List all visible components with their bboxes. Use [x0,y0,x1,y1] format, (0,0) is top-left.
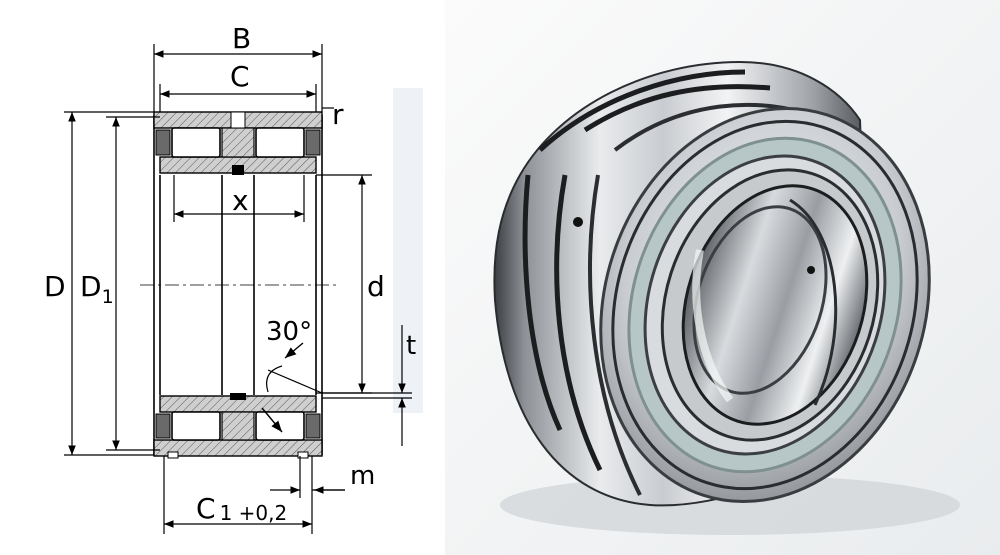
label-D1: D1 [80,270,114,308]
chamfer-line [267,369,323,394]
label-m: m [350,461,375,491]
front-face-groove [611,119,919,491]
chamfer-arc [266,365,283,393]
bore-highlight [692,249,734,403]
label-d: d [367,270,385,303]
snap-groove-right [297,451,309,459]
outer-groove-left [522,69,746,432]
roller-top-left [171,127,221,158]
bore-far-edge [692,205,828,395]
top-cross-section [153,111,323,175]
seal-top-right [305,129,321,156]
bore-inner-groove [789,198,838,406]
roller-bottom-left [171,411,221,441]
groove-bottom [230,393,246,400]
label-B: B [232,22,251,55]
label-angle-30: 30° [266,317,312,347]
label-r: r [332,98,344,131]
rib-top-center [221,127,255,158]
label-C: C [230,60,250,93]
outer-ring-bottom [153,439,323,457]
roller-top-right [255,127,305,158]
lube-hole-top [230,111,246,129]
bore-lubrication-hole [807,266,815,274]
chamfer-arrow-bottom [261,407,283,433]
dimension-lines [64,44,412,534]
groove-top [232,165,244,175]
roller-bottom-right [255,411,305,441]
seal-top-left [155,129,171,156]
rib-bottom-center [221,411,255,441]
label-x: x [232,184,249,217]
snap-groove-left [167,451,179,459]
bottom-cross-section [153,393,323,459]
bearing-photo [445,0,1000,555]
angle-arrow [284,342,304,359]
lubrication-hole [573,217,583,227]
seal-bottom-left [155,413,171,439]
drawing-edge-strip [393,88,423,413]
outer-groove-center [554,84,771,472]
seal-bottom-right [305,413,321,439]
label-t: t [406,331,416,361]
label-D: D [44,270,66,303]
